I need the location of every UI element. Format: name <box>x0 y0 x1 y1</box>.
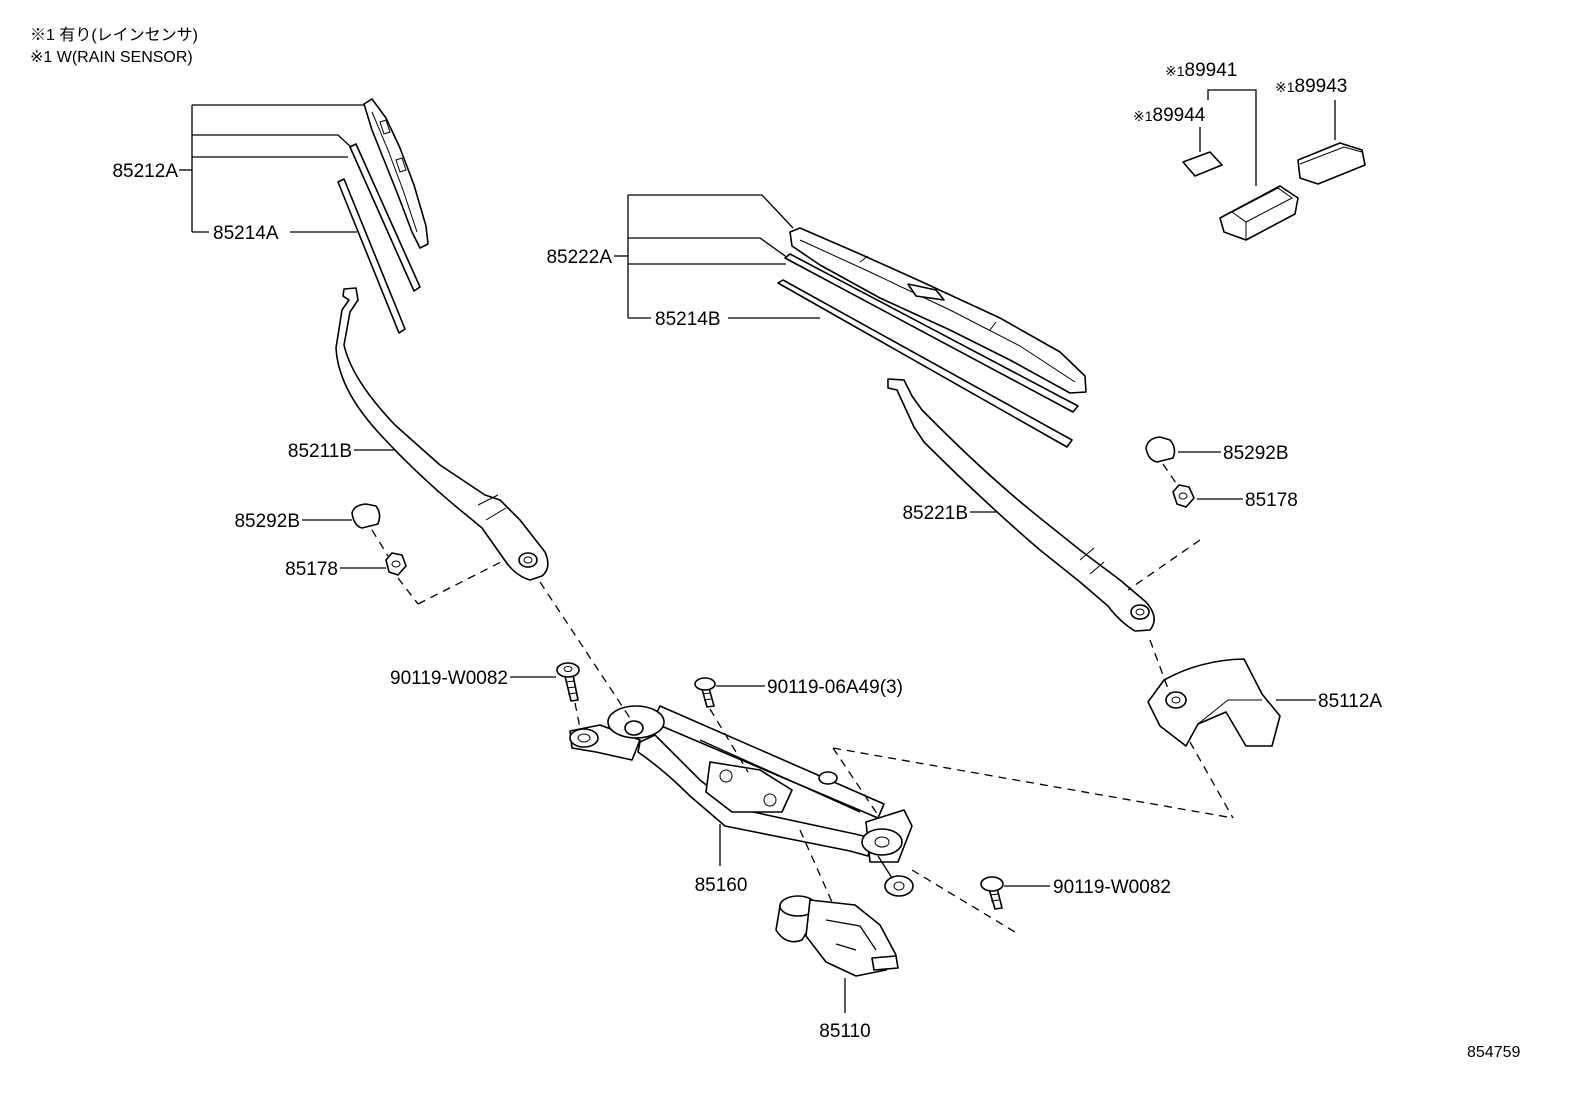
part-label-pivot-cover: 85112A <box>1318 691 1382 712</box>
part-label-nut-left: 85178 <box>285 559 338 580</box>
part-label-screw-link: 90119-06A49(3) <box>767 677 903 698</box>
rain-sensor-bracket <box>1297 142 1366 185</box>
wiper-arm-right <box>887 378 1155 632</box>
part-label-link: 85160 <box>695 875 748 896</box>
note-rain-sensor-jp: ※1 有り(レインセンサ) <box>30 26 198 44</box>
screw-link <box>694 677 716 708</box>
part-label-nut-right: 85178 <box>1245 490 1298 511</box>
part-label-cap-right: 85292B <box>1223 443 1289 464</box>
wiper-blade-right <box>789 227 1087 394</box>
wiper-arm-left <box>335 287 549 581</box>
note-mark: ※1 <box>1275 79 1295 95</box>
part-label-wiper-arm-left: 85211B <box>288 441 352 462</box>
rain-sensor-pad <box>1182 151 1223 177</box>
note-rain-sensor-en: ※1 W(RAIN SENSOR) <box>30 49 193 66</box>
blade-strip-left <box>349 143 421 292</box>
part-label-wiper-arm-right: 85221B <box>902 503 968 524</box>
wiper-link-assembly <box>569 705 914 897</box>
part-number: 89943 <box>1295 76 1348 97</box>
part-label-screw-right: 90119-W0082 <box>1053 877 1171 898</box>
rain-sensor <box>1219 185 1299 241</box>
nut-left <box>385 552 407 576</box>
part-label-blade-rubber-left: 85214A <box>213 223 279 244</box>
part-label-motor: 85110 <box>819 1021 870 1042</box>
screw-left <box>556 662 580 702</box>
part-number: 89944 <box>1153 105 1206 126</box>
part-label-cap-left: 85292B <box>234 511 300 532</box>
nut-right <box>1172 484 1195 508</box>
screw-right <box>980 876 1004 910</box>
note-mark: ※1 <box>1133 108 1153 124</box>
assembly-dashed-lines <box>371 463 1234 933</box>
blade-rubber-right <box>777 279 1073 448</box>
leader-lines-left-blade <box>179 104 364 233</box>
wiper-blade-left <box>363 98 429 249</box>
part-label-blade-rubber-right: 85214B <box>655 309 721 330</box>
leader-lines-rain-sensor <box>1199 89 1336 186</box>
diagram-code: 854759 <box>1467 1044 1520 1061</box>
part-number: 89941 <box>1185 60 1238 81</box>
wiper-motor <box>775 895 899 977</box>
pivot-cover-right <box>1147 658 1281 747</box>
part-label-screw-left: 90119-W0082 <box>390 668 508 689</box>
part-label-wiper-blade-left: 85212A <box>112 161 178 182</box>
part-label-sensor-pad: ※189944 <box>1133 105 1206 126</box>
arm-cap-right <box>1145 436 1176 463</box>
part-label-rain-sensor: ※189941 <box>1165 60 1237 81</box>
note-mark: ※1 <box>1165 63 1185 79</box>
leader-lines-right-blade <box>614 194 820 319</box>
part-label-sensor-bracket: ※189943 <box>1275 76 1347 97</box>
part-label-wiper-blade-right: 85222A <box>546 247 612 268</box>
arm-cap-left <box>351 503 381 529</box>
blade-strip-right <box>784 253 1079 413</box>
blade-rubber-left <box>337 178 406 334</box>
